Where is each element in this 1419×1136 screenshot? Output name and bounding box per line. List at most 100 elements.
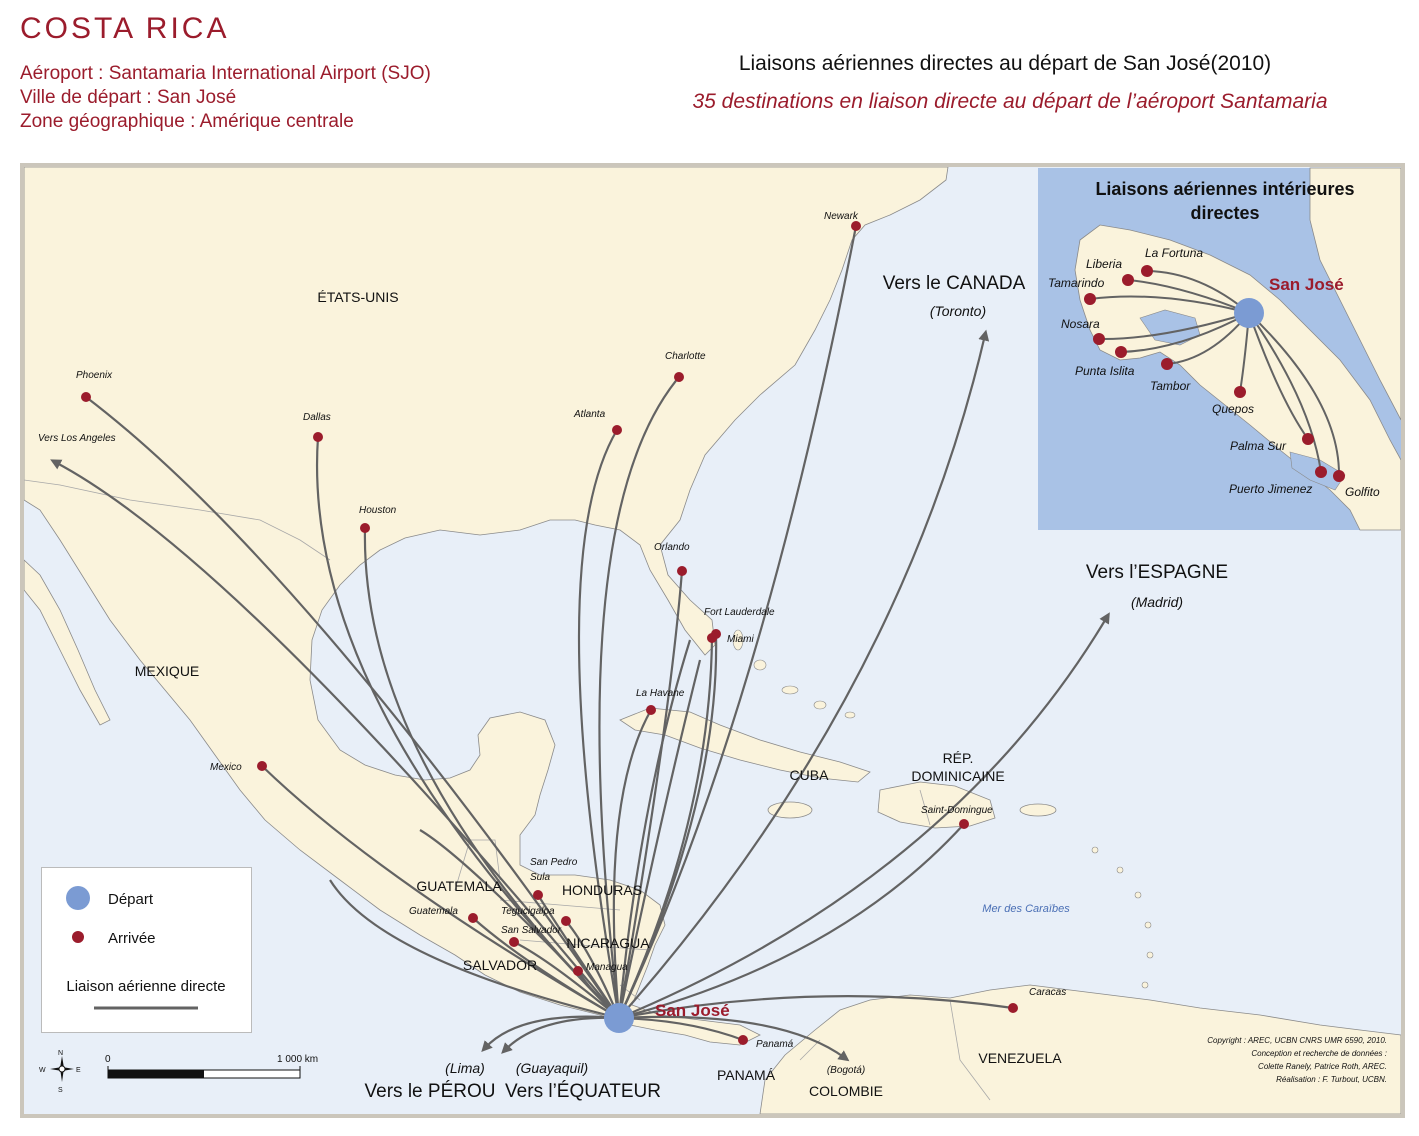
legend-box: Départ Arrivée Liaison aérienne directe bbox=[41, 867, 252, 1033]
label-colombie: COLOMBIE bbox=[809, 1083, 883, 1099]
inset-title-1: Liaisons aériennes intérieures bbox=[1095, 179, 1354, 199]
land-south-america bbox=[759, 984, 1401, 1114]
city-mexico: Mexico bbox=[210, 762, 242, 773]
dot-panama bbox=[738, 1035, 748, 1045]
dir-espagne: Vers l’ESPAGNE bbox=[1086, 562, 1228, 583]
label-guatemala-country: GUATEMALA bbox=[416, 878, 502, 894]
inset-route-palma-sur bbox=[1248, 312, 1309, 440]
dot-houston bbox=[360, 523, 370, 533]
land-bahamas bbox=[732, 629, 856, 719]
inset-departure-san-jose bbox=[1234, 298, 1264, 328]
inset-dot-punta-islita bbox=[1115, 346, 1127, 358]
inset-label-tamarindo: Tamarindo bbox=[1048, 276, 1105, 290]
inset-routes bbox=[1089, 270, 1341, 477]
label-mexique: MEXIQUE bbox=[135, 663, 200, 679]
route-caracas bbox=[618, 995, 1014, 1020]
route-atlanta bbox=[577, 429, 621, 1019]
inset-label-liberia: Liberia bbox=[1086, 257, 1122, 271]
inset-label-golfito: Golfito bbox=[1345, 485, 1380, 499]
inset-route-liberia bbox=[1127, 279, 1250, 314]
inset-dot-quepos bbox=[1234, 386, 1246, 398]
city-charlotte: Charlotte bbox=[665, 351, 706, 362]
label-honduras: HONDURAS bbox=[562, 882, 642, 898]
dot-caracas bbox=[1008, 1003, 1018, 1013]
dot-atlanta bbox=[612, 425, 622, 435]
label-panama-country: PANAMÁ bbox=[717, 1067, 776, 1083]
legend-arrival-label: Arrivée bbox=[108, 930, 156, 947]
inset-label-quepos: Quepos bbox=[1212, 402, 1254, 416]
legend-arrival-symbol bbox=[72, 931, 84, 943]
route-extra-2 bbox=[617, 659, 702, 1019]
city-managua: Managua bbox=[586, 962, 628, 973]
dot-miami bbox=[707, 633, 717, 643]
country-title: COSTA RICA bbox=[20, 12, 230, 45]
dir-equateur-city: (Guayaquil) bbox=[516, 1060, 588, 1076]
route-panama bbox=[618, 1016, 744, 1042]
inset-route-tamarindo bbox=[1089, 295, 1250, 314]
route-bogota bbox=[618, 1015, 850, 1062]
dot-saint-domingue bbox=[959, 819, 969, 829]
inset-dot-golfito bbox=[1333, 470, 1345, 482]
inset-dot-tamarindo bbox=[1084, 293, 1096, 305]
legend-route-label: Liaison aérienne directe bbox=[66, 978, 225, 995]
arrival-dots bbox=[81, 221, 1018, 1045]
label-salvador: SALVADOR bbox=[463, 957, 537, 973]
dot-charlotte bbox=[674, 372, 684, 382]
compass-n: N bbox=[58, 1050, 63, 1057]
label-rep: RÉP. bbox=[943, 750, 974, 766]
scale-bar: 0 1 000 km bbox=[105, 1054, 318, 1079]
dot-dallas bbox=[313, 432, 323, 442]
land-hispaniola bbox=[877, 781, 996, 829]
inset-label-san-jose: San José bbox=[1269, 275, 1344, 294]
inset-dot-tambor bbox=[1161, 358, 1173, 370]
inset-label-punta-islita: Punta Islita bbox=[1075, 364, 1135, 378]
city-saint-domingue: Saint-Domingue bbox=[921, 805, 993, 816]
dir-canada: Vers le CANADA bbox=[883, 273, 1026, 294]
departure-san-jose bbox=[604, 1003, 634, 1033]
city-panama: Panamá bbox=[756, 1039, 794, 1050]
map-frame: ÉTATS-UNIS MEXIQUE CUBA RÉP. DOMINICAINE… bbox=[20, 163, 1405, 1118]
land-lesser-antilles bbox=[1091, 846, 1154, 989]
credit-line-3: Colette Ranely, Patrice Roth, AREC. bbox=[1258, 1062, 1387, 1071]
route-tegucigalpa bbox=[565, 920, 621, 1019]
route-houston bbox=[363, 527, 620, 1019]
inset-dot-puerto-jimenez bbox=[1315, 466, 1327, 478]
route-los-angeles bbox=[50, 459, 620, 1019]
city-orlando: Orlando bbox=[654, 542, 690, 553]
dot-orlando bbox=[677, 566, 687, 576]
inset-label-la-fortuna: La Fortuna bbox=[1145, 246, 1203, 260]
city-miami: Miami bbox=[727, 634, 754, 645]
inset-title-2: directes bbox=[1190, 203, 1259, 223]
zone-line: Zone géographique : Amérique centrale bbox=[20, 111, 354, 132]
city-tegucigalpa: Tegucigalpa bbox=[501, 906, 555, 917]
label-venezuela: VENEZUELA bbox=[978, 1050, 1062, 1066]
compass-rose: N S E W bbox=[39, 1050, 81, 1094]
city-guatemala: Guatemala bbox=[409, 906, 458, 917]
credits: Copyright : AREC, UCBN CNRS UMR 6590, 20… bbox=[1207, 1036, 1387, 1084]
city-havane: La Havane bbox=[636, 688, 685, 699]
dot-phoenix bbox=[81, 392, 91, 402]
city-san-salvador: San Salvador bbox=[501, 925, 562, 936]
legend-departure-symbol bbox=[66, 886, 90, 910]
compass-e: E bbox=[76, 1067, 81, 1074]
compass-s: S bbox=[58, 1087, 63, 1094]
inset-label-tambor: Tambor bbox=[1150, 379, 1191, 393]
city-houston: Houston bbox=[359, 505, 397, 516]
scale-start: 0 bbox=[105, 1054, 111, 1065]
dot-san-pedro-sula bbox=[533, 890, 543, 900]
route-charlotte bbox=[598, 376, 680, 1019]
route-extra-4 bbox=[329, 879, 620, 1020]
inset-land-east bbox=[1309, 167, 1401, 421]
label-cuba: CUBA bbox=[790, 767, 830, 783]
land-baja bbox=[24, 559, 111, 726]
inset-dot-palma-sur bbox=[1302, 433, 1314, 445]
dot-managua bbox=[573, 966, 583, 976]
label-san-jose: San José bbox=[655, 1001, 730, 1020]
route-guatemala bbox=[472, 917, 620, 1019]
credit-line-4: Réalisation : F. Turbout, UCBN. bbox=[1276, 1075, 1387, 1084]
route-saint-domingue bbox=[618, 823, 965, 1020]
inset-arrival-dots bbox=[1084, 265, 1345, 482]
route-canada bbox=[618, 329, 990, 1019]
inset-route-nosara bbox=[1098, 312, 1250, 341]
inset-label-nosara: Nosara bbox=[1061, 317, 1100, 331]
